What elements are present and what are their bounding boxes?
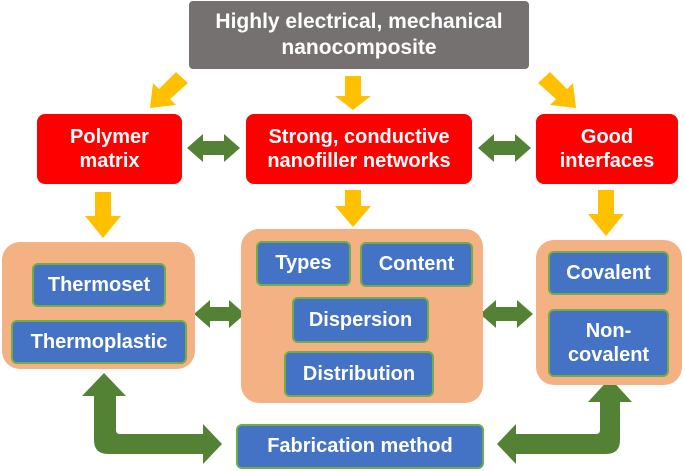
good-interfaces-label: Good interfaces	[559, 125, 655, 172]
nanofiller-to-panel-arrow	[335, 190, 371, 227]
title-text: Highly electrical, mechanical nanocompos…	[215, 10, 503, 59]
types-box: Types	[256, 241, 351, 286]
fabrication-method-box: Fabrication method	[236, 424, 484, 469]
left-panel-fabrication-bent-arrow	[82, 373, 222, 464]
left-center-panel-double-arrow	[194, 300, 245, 328]
content-box: Content	[360, 242, 473, 287]
content-label: Content	[378, 253, 455, 276]
thermoset-box: Thermoset	[32, 263, 166, 307]
fabrication-method-label: Fabrication method	[267, 435, 453, 458]
covalent-box: Covalent	[548, 251, 669, 295]
distribution-box: Distribution	[284, 351, 434, 397]
non-covalent-box: Non-covalent	[548, 309, 669, 377]
polymer-matrix-label: Polymer matrix	[70, 125, 149, 172]
dispersion-label: Dispersion	[308, 308, 413, 331]
dispersion-box: Dispersion	[292, 297, 429, 343]
center-right-panel-double-arrow	[480, 300, 533, 328]
polymer-matrix-box: Polymer matrix	[37, 114, 182, 184]
good-interfaces-box: Good interfaces	[536, 114, 678, 184]
title-to-nanofiller-arrow	[335, 76, 371, 110]
title-box: Highly electrical, mechanical nanocompos…	[189, 1, 529, 69]
types-label: Types	[275, 252, 332, 275]
thermoplastic-label: Thermoplastic	[30, 330, 168, 353]
polymer-nanofiller-double-arrow	[187, 134, 240, 162]
interfaces-to-panel-arrow	[588, 190, 624, 236]
nanofiller-networks-label: Strong, conductive nanofiller networks	[267, 125, 451, 172]
thermoset-label: Thermoset	[47, 273, 151, 296]
fabrication-right-panel-bent-arrow	[497, 378, 632, 464]
non-covalent-label: Non-covalent	[567, 319, 650, 366]
title-to-polymer-arrow	[150, 72, 188, 108]
polymer-to-panel-arrow	[85, 192, 121, 238]
nanofiller-networks-box: Strong, conductive nanofiller networks	[246, 114, 472, 184]
covalent-label: Covalent	[566, 261, 651, 284]
nanofiller-interfaces-double-arrow	[478, 134, 531, 162]
distribution-label: Distribution	[302, 362, 416, 385]
thermoplastic-box: Thermoplastic	[11, 320, 187, 364]
title-to-interfaces-arrow	[538, 72, 576, 108]
